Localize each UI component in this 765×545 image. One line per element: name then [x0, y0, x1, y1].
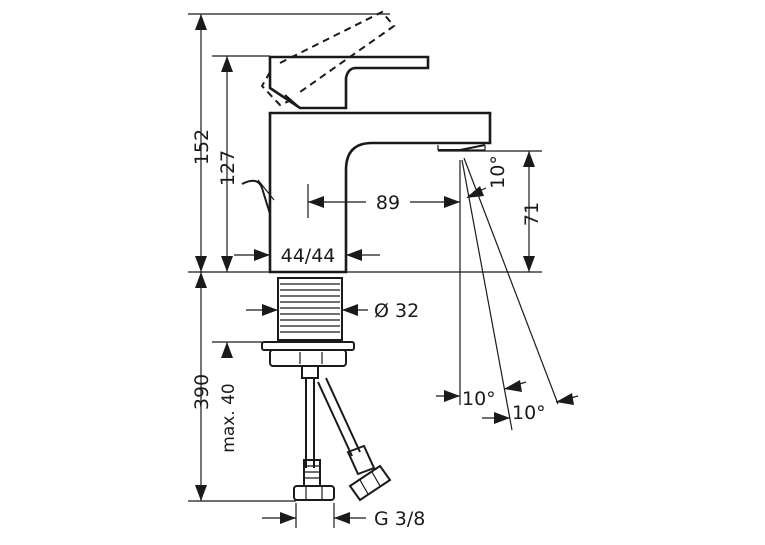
dim-base-label: 44/44 [281, 245, 336, 267]
popup-lever [241, 179, 275, 215]
angle-low: 10° [482, 393, 579, 424]
dim-hose-length-label: 390 [191, 374, 213, 410]
dim-max-40: max. 40 [219, 342, 239, 453]
faucet-body [268, 111, 492, 274]
dim-connection: G 3/8 [262, 508, 425, 530]
faucet-handle [268, 55, 430, 110]
dim-max-label: max. 40 [219, 383, 239, 452]
dim-outlet-height-label: 71 [521, 202, 543, 226]
dim-height-total-label: 152 [191, 129, 213, 165]
angle-low-label: 10° [512, 402, 546, 424]
angle-mid: 10° [436, 380, 527, 410]
threaded-shank [277, 277, 343, 341]
dim-diameter: Ø 32 [246, 300, 419, 322]
angle-top: 10° [466, 155, 509, 198]
dim-shank-label: Ø 32 [374, 300, 419, 322]
angle-mid-label: 10° [462, 388, 496, 410]
dim-reach-label: 89 [376, 192, 400, 214]
dim-152: 152 [191, 14, 213, 272]
faucet-handle-raised [260, 10, 396, 107]
dim-127: 127 [217, 56, 239, 272]
dim-390: 390 [191, 272, 213, 501]
supply-hoses [293, 365, 392, 502]
dim-71: 71 [521, 151, 543, 272]
dim-44-44: 44/44 [234, 245, 380, 267]
angle-top-label: 10° [487, 155, 509, 189]
mounting-nut [261, 341, 355, 367]
extension-lines [188, 13, 559, 528]
dim-height-spout-label: 127 [217, 150, 239, 186]
dim-connection-label: G 3/8 [374, 508, 425, 530]
dim-89: 89 [307, 184, 460, 218]
